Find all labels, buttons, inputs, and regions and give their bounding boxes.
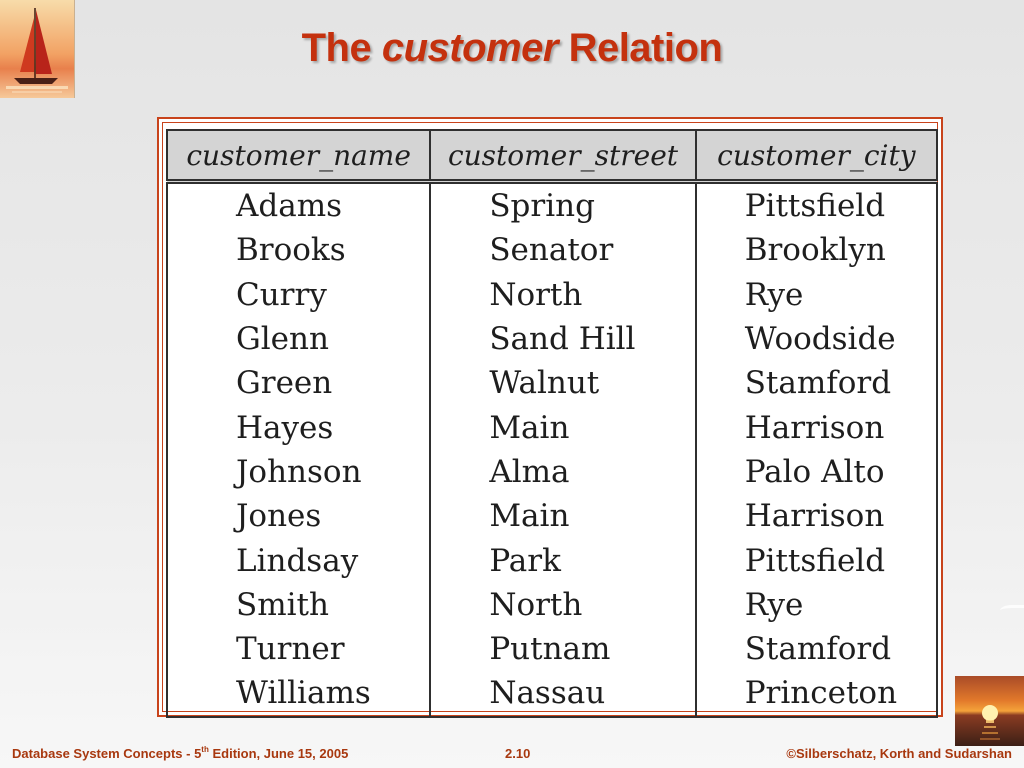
customer-street-cell: Senator [429, 228, 697, 273]
customer-name-cell: Williams [165, 671, 432, 718]
customer-street-cell: Nassau [429, 671, 697, 718]
customer-city-cell: Rye [694, 272, 939, 317]
customer-city-cell: Princeton [694, 671, 939, 718]
title-emphasis: customer [381, 26, 559, 70]
footer-copyright: ©Silberschatz, Korth and Sudarshan [786, 746, 1012, 761]
decorative-swoosh [1000, 605, 1024, 616]
customer-name-cell: Hayes [165, 405, 432, 450]
customer-street-cell: Sand Hill [429, 316, 697, 362]
customer-street-cell: Alma [429, 449, 697, 495]
customer-street-cell: Main [429, 405, 697, 450]
customer-name-cell: Curry [165, 272, 432, 317]
column-header-customer-street: customer_street [429, 129, 697, 184]
footer-book-title-prefix: Database System Concepts - 5 [12, 746, 202, 761]
customer-relation-table: customer_name customer_street customer_c… [165, 129, 939, 718]
customer-street-cell: North [429, 582, 697, 627]
relation-table-frame: customer_name customer_street customer_c… [157, 117, 943, 718]
customer-street-cell: Park [429, 538, 697, 583]
customer-name-cell: Turner [165, 626, 432, 672]
footer-slide-number: 2.10 [505, 746, 531, 761]
footer-book-title-sup: th [201, 744, 209, 754]
sunset-icon [955, 676, 1024, 746]
footer-book-title-suffix: Edition, June 15, 2005 [208, 746, 349, 761]
customer-city-cell: Stamford [694, 626, 939, 672]
customer-street-cell: Walnut [429, 361, 697, 406]
customer-city-cell: Brooklyn [694, 228, 939, 273]
customer-city-cell: Harrison [694, 405, 939, 450]
customer-name-cell: Johnson [165, 449, 432, 495]
customer-city-cell: Palo Alto [694, 449, 939, 495]
customer-name-cell: Smith [165, 582, 432, 627]
customer-street-cell: Main [429, 494, 697, 539]
customer-street-cell: Putnam [429, 626, 697, 672]
customer-city-cell: Woodside [694, 316, 939, 362]
customer-city-cell: Rye [694, 582, 939, 627]
column-header-customer-city: customer_city [694, 129, 939, 184]
customer-street-cell: North [429, 272, 697, 317]
customer-name-cell: Glenn [165, 316, 432, 362]
title-part-2: Relation [568, 26, 723, 70]
customer-city-cell: Stamford [694, 361, 939, 406]
sailboat-icon [0, 0, 75, 98]
customer-name-cell: Brooks [165, 228, 432, 273]
customer-name-cell: Jones [165, 494, 432, 539]
customer-city-cell: Pittsfield [694, 538, 939, 583]
relation-table-inner-border: customer_name customer_street customer_c… [162, 122, 939, 718]
slide-title: The customer Relation [0, 26, 1024, 71]
column-header-customer-name: customer_name [165, 129, 432, 184]
customer-street-cell: Spring [429, 181, 697, 229]
customer-name-cell: Adams [165, 181, 432, 229]
customer-city-cell: Harrison [694, 494, 939, 539]
customer-name-cell: Lindsay [165, 538, 432, 583]
customer-name-cell: Green [165, 361, 432, 406]
title-part-1: The [301, 26, 372, 70]
customer-city-cell: Pittsfield [694, 181, 939, 229]
table-header-row: customer_name customer_street customer_c… [165, 129, 939, 184]
footer-book-title: Database System Concepts - 5th Edition, … [12, 744, 349, 761]
